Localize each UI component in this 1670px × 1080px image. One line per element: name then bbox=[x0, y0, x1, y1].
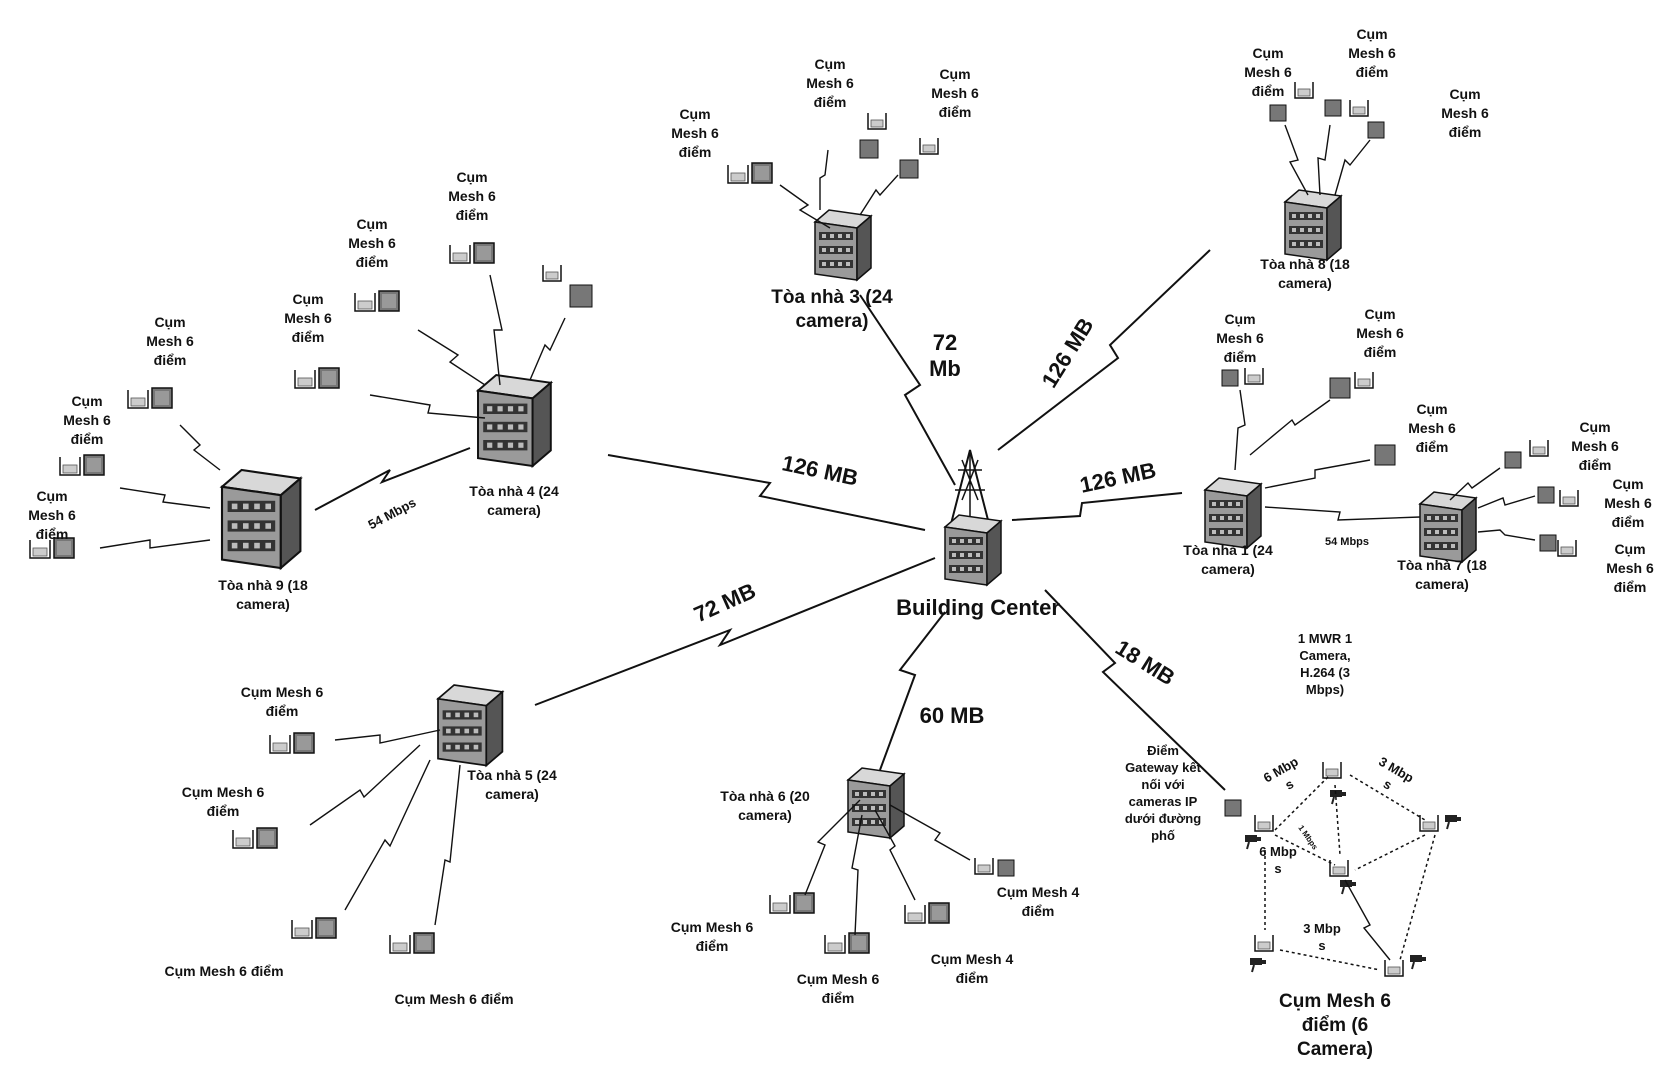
gateway-label: Điểm Gateway kết nối với cameras IP dưới… bbox=[1124, 743, 1202, 843]
mesh-label-b8-1: Cụm Mesh 6 điểm bbox=[1244, 45, 1292, 99]
mesh-label-b6-1: Cụm Mesh 6 điểm bbox=[670, 919, 754, 954]
link-label-b1-b7: 54 Mbps bbox=[1324, 536, 1369, 548]
mesh-label-b5-3: Cụm Mesh 6 điểm bbox=[164, 963, 284, 979]
mesh-label-b4-1: Cụm Mesh 6 điểm bbox=[448, 169, 496, 223]
link-center-b5 bbox=[534, 557, 936, 706]
link-label-center-b3: 72 Mb bbox=[929, 330, 961, 381]
mesh-cluster-label: Cụm Mesh 6 điểm (6 Camera) bbox=[1279, 991, 1391, 1060]
building-6-label: Tòa nhà 6 (20 camera) bbox=[720, 788, 810, 823]
mesh-label-b7-2: Cụm Mesh 6 điểm bbox=[1604, 476, 1652, 530]
mesh-label-b4-3: Cụm Mesh 6 điểm bbox=[284, 291, 332, 345]
building-icon bbox=[1284, 189, 1342, 261]
mesh-label-b3-2: Cụm Mesh 6 điểm bbox=[806, 56, 854, 110]
mesh-label-b7-3: Cụm Mesh 6 điểm bbox=[1606, 541, 1654, 595]
mesh-label-b4-2: Cụm Mesh 6 điểm bbox=[348, 216, 396, 270]
mesh-link-label-3b: 3 Mbp s bbox=[1303, 921, 1341, 953]
link-center-b8 bbox=[997, 249, 1211, 451]
mesh-label-b7-1: Cụm Mesh 6 điểm bbox=[1571, 419, 1619, 473]
building-icon bbox=[437, 684, 504, 767]
mesh-label-b3-1: Cụm Mesh 6 điểm bbox=[671, 106, 719, 160]
building-center-tower-icon bbox=[944, 449, 1002, 586]
building-4-label: Tòa nhà 4 (24 camera) bbox=[469, 483, 559, 518]
mesh-devices bbox=[29, 81, 1579, 977]
mesh-label-b5-2: Cụm Mesh 6 điểm bbox=[181, 784, 265, 819]
mesh-label-b8-2: Cụm Mesh 6 điểm bbox=[1348, 26, 1396, 80]
link-center-b1 bbox=[1011, 492, 1183, 521]
link-center-b6 bbox=[879, 611, 946, 771]
mesh-label-b5-4: Cụm Mesh 6 điểm bbox=[394, 991, 514, 1007]
building-8-label: Tòa nhà 8 (18 camera) bbox=[1260, 256, 1350, 291]
mesh-label-b1-3: Cụm Mesh 6 điểm bbox=[1408, 401, 1456, 455]
link-label-center-b6: 60 MB bbox=[919, 703, 985, 728]
building-icon bbox=[1204, 477, 1262, 549]
building-icon bbox=[1419, 491, 1477, 563]
mesh-label-b3-3: Cụm Mesh 6 điểm bbox=[931, 66, 979, 120]
mesh-label-b9-2: Cụm Mesh 6 điểm bbox=[63, 393, 111, 447]
mesh-link-label-6b: 6 Mbp s bbox=[1259, 844, 1297, 876]
mesh-label-b1-2: Cụm Mesh 6 điểm bbox=[1356, 306, 1404, 360]
mesh-label-b1-1: Cụm Mesh 6 điểm bbox=[1216, 311, 1264, 365]
link-center-b4 bbox=[607, 454, 926, 531]
building-1-label: Tòa nhà 1 (24 camera) bbox=[1183, 542, 1273, 577]
building-icon bbox=[814, 209, 872, 281]
building-7-label: Tòa nhà 7 (18 camera) bbox=[1397, 557, 1487, 592]
backbone-links bbox=[314, 249, 1421, 791]
mesh-label-b9-1: Cụm Mesh 6 điểm bbox=[146, 314, 194, 368]
mesh-label-b6-4: Cụm Mesh 4 điểm bbox=[996, 884, 1080, 919]
building-5-label: Tòa nhà 5 (24 camera) bbox=[467, 767, 557, 802]
center-label: Building Center bbox=[896, 595, 1060, 620]
building-3-label: Tòa nhà 3 (24 camera) bbox=[771, 287, 893, 332]
building-9-label: Tòa nhà 9 (18 camera) bbox=[218, 577, 308, 612]
link-b1-b7 bbox=[1264, 506, 1421, 521]
link-b4-b9 bbox=[314, 447, 471, 511]
mesh-label-b6-3: Cụm Mesh 4 điểm bbox=[930, 951, 1014, 986]
building-icon bbox=[220, 468, 302, 570]
mesh-label-b6-2: Cụm Mesh 6 điểm bbox=[796, 971, 880, 1006]
mesh-label-b5-1: Cụm Mesh 6 điểm bbox=[240, 684, 324, 719]
mesh-label-b8-3: Cụm Mesh 6 điểm bbox=[1441, 86, 1489, 140]
link-center-b3 bbox=[859, 294, 956, 486]
link-center-gateway bbox=[1044, 589, 1226, 791]
mwr-label: 1 MWR 1 Camera, H.264 (3 Mbps) bbox=[1297, 631, 1353, 697]
building-icon bbox=[477, 374, 552, 467]
mesh-label-b9-3: Cụm Mesh 6 điểm bbox=[28, 488, 76, 542]
